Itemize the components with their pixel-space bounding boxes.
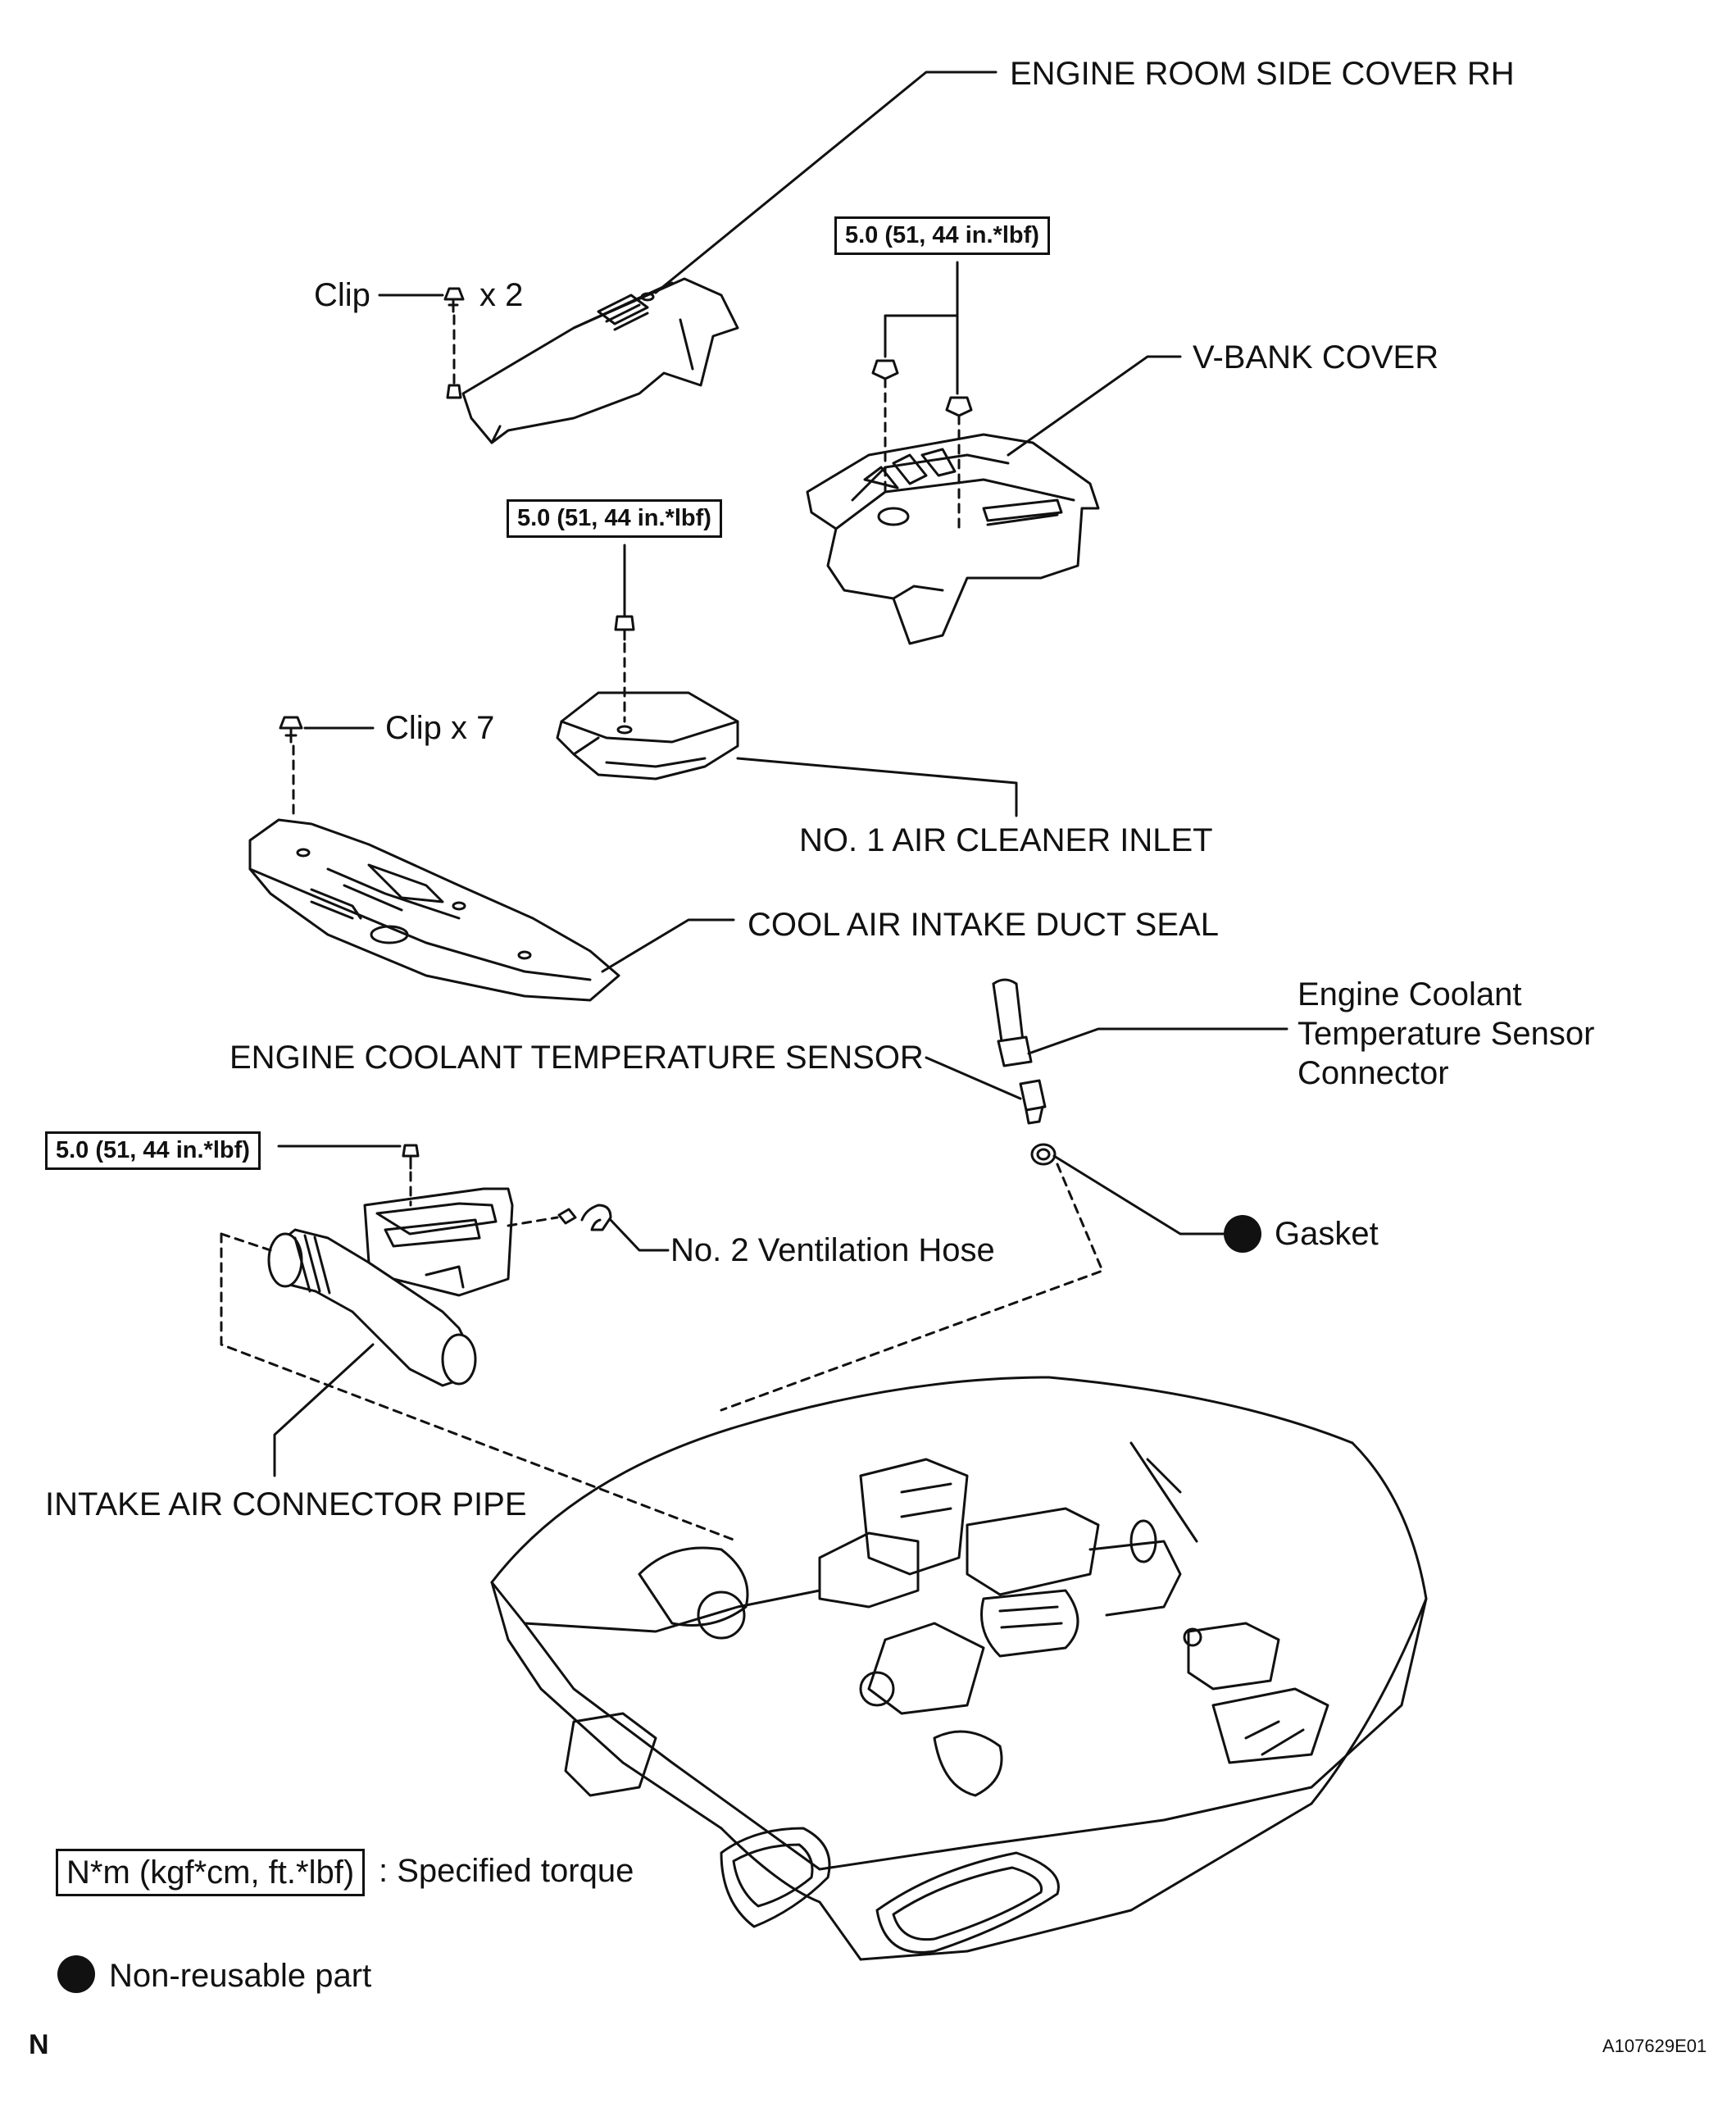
label-ect-sensor-connector: Engine Coolant Temperature Sensor Connec…: [1297, 976, 1595, 1091]
label-v-bank-cover: V-BANK COVER: [1193, 339, 1439, 375]
label-side-cover-clip: Clip: [314, 277, 370, 313]
torque-spec-air-cleaner-inlet: 5.0 (51, 44 in.*lbf): [507, 499, 722, 538]
label-engine-room-side-cover-rh: ENGINE ROOM SIDE COVER RH: [1010, 56, 1515, 92]
intake-air-connector-pipe-part: [267, 1187, 514, 1387]
label-gasket: Gasket: [1275, 1216, 1379, 1252]
label-no2-ventilation-hose: No. 2 Ventilation Hose: [670, 1232, 995, 1268]
orientation-mark: N: [29, 2029, 49, 2060]
legend-non-reusable-marker: [57, 1955, 95, 1993]
torque-spec-intake-pipe: 5.0 (51, 44 in.*lbf): [45, 1131, 261, 1170]
ect-connector-part: [992, 978, 1033, 1067]
label-cool-air-intake-duct-seal: COOL AIR INTAKE DUCT SEAL: [748, 907, 1219, 943]
pipe-bolt-part: [402, 1144, 420, 1207]
v-bank-nut-left-part: [871, 359, 899, 494]
label-engine-coolant-temperature-sensor: ENGINE COOLANT TEMPERATURE SENSOR: [229, 1040, 924, 1076]
label-no1-air-cleaner-inlet: NO. 1 AIR CLEANER INLET: [799, 822, 1213, 858]
torque-spec-v-bank: 5.0 (51, 44 in.*lbf): [834, 216, 1050, 255]
duct-seal-clip-part: [279, 716, 303, 821]
legend-torque-box: N*m (kgf*cm, ft.*lbf): [56, 1849, 366, 1896]
ect-sensor-part: [1019, 1079, 1047, 1125]
label-clip-x7: Clip x 7: [385, 710, 495, 746]
air-cleaner-inlet-bolt-part: [614, 544, 635, 723]
label-side-cover-clip-count: x 2: [479, 277, 524, 313]
side-cover-clip-part: [443, 287, 465, 399]
label-intake-air-connector-pipe: INTAKE AIR CONNECTOR PIPE: [45, 1486, 527, 1522]
figure-id: A107629E01: [1602, 2036, 1707, 2056]
v-bank-nut-right-part: [945, 396, 973, 535]
ventilation-hose-part: [507, 1204, 612, 1231]
non-reusable-marker-gasket: [1224, 1215, 1261, 1253]
no1-air-cleaner-inlet-part: [556, 691, 739, 780]
v-bank-cover-part: [806, 433, 1100, 645]
gasket-part: [1030, 1143, 1057, 1166]
vehicle-engine-bay-drawing: [490, 1376, 1428, 1961]
legend-torque-text: : Specified torque: [379, 1853, 634, 1889]
legend-non-reusable-text: Non-reusable part: [109, 1958, 372, 1994]
engine-room-side-cover-rh-part: [461, 277, 739, 444]
cool-air-intake-duct-seal-part: [248, 818, 620, 1002]
